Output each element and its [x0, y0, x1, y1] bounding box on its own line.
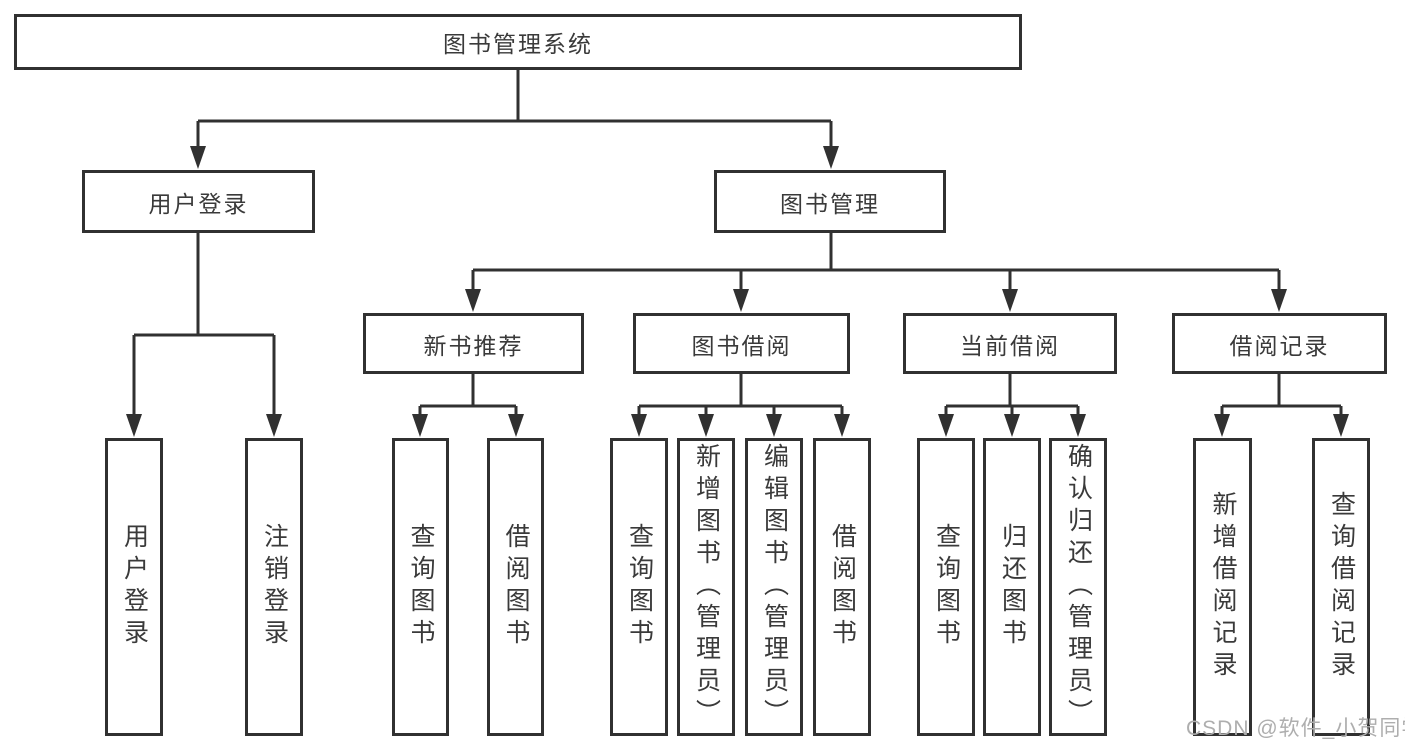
node-query-books-current: 查询图书 [917, 438, 975, 736]
node-logout-leaf: 注销登录 [245, 438, 303, 736]
node-label: 新书推荐 [423, 332, 524, 359]
node-borrow-books-leaf: 借阅图书 [813, 438, 871, 736]
node-label: 查询图书 [932, 523, 961, 651]
connector-root [196, 70, 833, 150]
node-label: 图书借阅 [691, 332, 792, 359]
node-add-borrow-record: 新增借阅记录 [1193, 438, 1252, 736]
node-add-books-admin: 新增图书（管理员） [677, 438, 735, 736]
node-return-books: 归还图书 [983, 438, 1041, 736]
connector-new-book [418, 374, 518, 418]
node-borrowing-records: 借阅记录 [1172, 313, 1387, 374]
connector-book-borrowing [637, 374, 844, 418]
node-label: 图书管理 [780, 190, 880, 217]
node-label: 新增图书（管理员） [692, 443, 721, 731]
node-label: 借阅图书 [828, 523, 857, 651]
node-book-management: 图书管理 [714, 170, 946, 233]
watermark: CSDN @软件_小贺同学 [1186, 717, 1405, 740]
node-label: 当前借阅 [960, 332, 1060, 359]
node-label: 借阅记录 [1229, 332, 1330, 359]
node-label: 注销登录 [260, 523, 289, 651]
node-current-borrowing: 当前借阅 [903, 313, 1117, 374]
connector-user-login [132, 233, 276, 418]
node-label: 查询图书 [407, 523, 435, 651]
node-query-borrow-record: 查询借阅记录 [1312, 438, 1370, 736]
node-borrow-books-recommend: 借阅图书 [487, 438, 544, 736]
node-label: 查询借阅记录 [1327, 491, 1356, 683]
node-label: 查询图书 [625, 523, 654, 651]
node-label: 用户登录 [148, 190, 249, 217]
node-label: 归还图书 [998, 523, 1027, 651]
node-query-books-borrowing: 查询图书 [610, 438, 668, 736]
node-label: 确认归还（管理员） [1064, 443, 1093, 731]
node-user-login-leaf: 用户登录 [105, 438, 163, 736]
node-book-borrowing: 图书借阅 [633, 313, 850, 374]
node-user-login: 用户登录 [82, 170, 315, 233]
node-confirm-return-admin: 确认归还（管理员） [1049, 438, 1107, 736]
node-query-books-recommend: 查询图书 [392, 438, 449, 736]
connector-book-management [471, 233, 1281, 293]
node-label: 用户登录 [120, 523, 149, 651]
arrowheads [126, 146, 1349, 437]
node-new-book-recommendation: 新书推荐 [363, 313, 584, 374]
node-label: 图书管理系统 [443, 31, 593, 57]
node-label: 编辑图书（管理员） [760, 443, 789, 731]
node-library-management-system: 图书管理系统 [14, 14, 1022, 70]
node-label: 新增借阅记录 [1209, 491, 1237, 683]
connector-current-borrowing [944, 374, 1080, 418]
connector-borrow-records [1220, 374, 1343, 418]
node-label: 借阅图书 [502, 523, 530, 651]
node-edit-books-admin: 编辑图书（管理员） [745, 438, 803, 736]
